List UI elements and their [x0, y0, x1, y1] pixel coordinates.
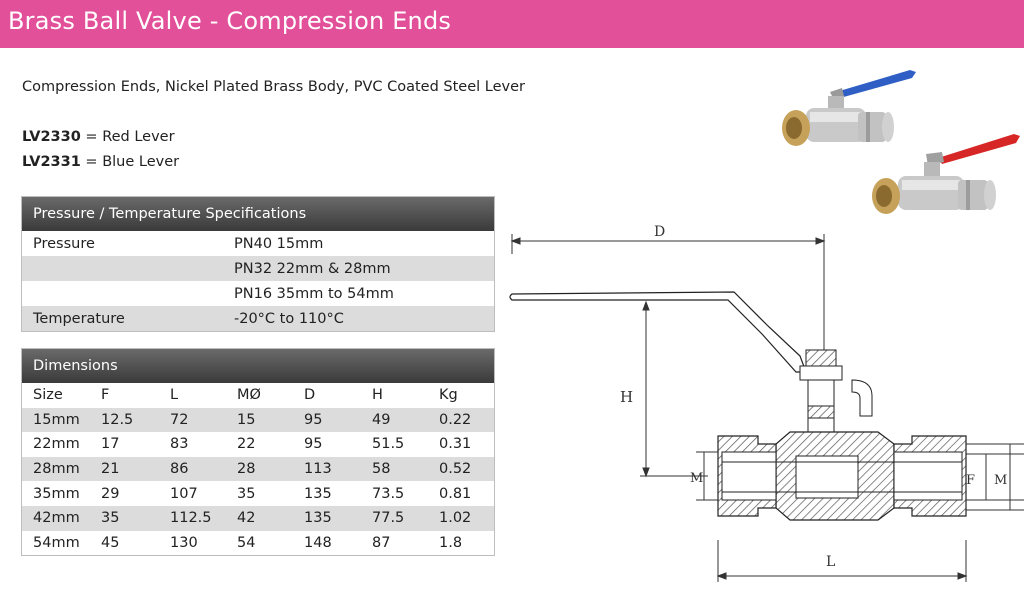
table-cell: 135	[304, 485, 332, 502]
dimension-label-l: L	[826, 554, 835, 570]
table-cell: 29	[101, 485, 120, 502]
table-cell: 148	[304, 534, 332, 551]
table-row: 28mm 21 86 28 113 58 0.52	[22, 456, 494, 482]
column-header: MØ	[237, 387, 261, 404]
product-description: Compression Ends, Nickel Plated Brass Bo…	[22, 79, 525, 95]
table-cell: 15mm	[33, 411, 80, 428]
table-row: 42mm 35 112.5 42 135 77.5 1.02	[22, 505, 494, 531]
table-cell: 35	[237, 485, 256, 502]
table-row: 22mm 17 83 22 95 51.5 0.31	[22, 432, 494, 457]
table-cell: 28	[237, 461, 256, 478]
table-cell: 113	[304, 461, 332, 478]
table-cell: 0.81	[439, 485, 472, 502]
table-cell: 45	[101, 534, 120, 551]
dimensions-body: 15mm 12.5 72 15 95 49 0.22 22mm 17 83 22 95 51.5 0.31…	[22, 407, 494, 556]
table-row: Pressure PN40 15mm	[22, 231, 494, 256]
table-cell: 54	[237, 534, 256, 551]
technical-drawing: D H M F M L	[509, 224, 1024, 582]
row-value: PN16 35mm to 54mm	[234, 285, 394, 302]
column-header: Kg	[439, 387, 458, 404]
table-row: 54mm 45 130 54 148 87 1.8	[22, 531, 494, 556]
table-row: PN16 35mm to 54mm	[22, 281, 494, 306]
table-cell: 58	[372, 461, 391, 478]
table-cell: 21	[101, 461, 120, 478]
table-cell: 42	[237, 510, 256, 527]
table-cell: 77.5	[372, 510, 405, 527]
dimensions-table: Dimensions Size F L MØ D H Kg 15mm 12.5 72…	[21, 348, 495, 557]
table-cell: 12.5	[101, 411, 134, 428]
dimension-label-m-right: M	[994, 473, 1007, 488]
table-cell: 130	[170, 534, 198, 551]
table-cell: 1.8	[439, 534, 463, 551]
product-code: LV2330	[22, 129, 81, 145]
product-code-blue: LV2331 = Blue Lever	[22, 154, 179, 170]
table-heading: Pressure / Temperature Specifications	[22, 197, 494, 231]
row-value: PN32 22mm & 28mm	[234, 260, 391, 277]
table-cell: 95	[304, 436, 323, 453]
table-row: 15mm 12.5 72 15 95 49 0.22	[22, 407, 494, 433]
table-cell: 73.5	[372, 485, 405, 502]
table-cell: 0.52	[439, 461, 472, 478]
table-cell: 51.5	[372, 436, 405, 453]
table-cell: 1.02	[439, 510, 472, 527]
row-value: -20°C to 110°C	[234, 310, 344, 327]
table-cell: 135	[304, 510, 332, 527]
dimension-label-d: D	[654, 224, 665, 240]
table-cell: 54mm	[33, 534, 80, 551]
pressure-temperature-table: Pressure / Temperature Specifications Pr…	[21, 196, 495, 332]
dimension-label-f: F	[966, 473, 975, 488]
table-cell: 86	[170, 461, 189, 478]
table-cell: 22	[237, 436, 256, 453]
product-code-red: LV2330 = Red Lever	[22, 129, 175, 145]
table-header-row: Size F L MØ D H Kg	[22, 383, 494, 408]
table-cell: 15	[237, 411, 256, 428]
title-bar: Brass Ball Valve - Compression Ends	[0, 0, 1024, 48]
column-header: D	[304, 387, 316, 404]
table-cell: 17	[101, 436, 120, 453]
column-header: H	[372, 387, 383, 404]
column-header: F	[101, 387, 110, 404]
row-value: PN40 15mm	[234, 235, 324, 252]
dimension-label-h: H	[620, 388, 633, 406]
table-cell: 72	[170, 411, 189, 428]
table-cell: 28mm	[33, 461, 80, 478]
red-lever-valve-photo	[872, 134, 1020, 214]
table-cell: 42mm	[33, 510, 80, 527]
table-row: 35mm 29 107 35 135 73.5 0.81	[22, 481, 494, 506]
column-header: Size	[33, 387, 63, 404]
product-code-desc: = Red Lever	[80, 129, 175, 145]
table-cell: 0.31	[439, 436, 472, 453]
product-code: LV2331	[22, 154, 81, 170]
table-row: PN32 22mm & 28mm	[22, 256, 494, 281]
table-cell: 0.22	[439, 411, 472, 428]
dimension-label-m-left: M	[690, 471, 703, 486]
table-cell: 107	[170, 485, 198, 502]
table-cell: 87	[372, 534, 391, 551]
table-cell: 35mm	[33, 485, 80, 502]
page-title: Brass Ball Valve - Compression Ends	[8, 7, 452, 35]
column-header: L	[170, 387, 179, 404]
product-code-desc: = Blue Lever	[80, 154, 180, 170]
row-label: Pressure	[33, 235, 95, 252]
table-heading: Dimensions	[22, 349, 494, 383]
table-cell: 83	[170, 436, 189, 453]
table-cell: 112.5	[170, 510, 212, 527]
table-cell: 35	[101, 510, 120, 527]
table-cell: 49	[372, 411, 391, 428]
row-label: Temperature	[33, 310, 125, 327]
table-cell: 22mm	[33, 436, 80, 453]
table-cell: 95	[304, 411, 323, 428]
table-row: Temperature -20°C to 110°C	[22, 306, 494, 331]
blue-lever-valve-photo	[782, 70, 916, 146]
